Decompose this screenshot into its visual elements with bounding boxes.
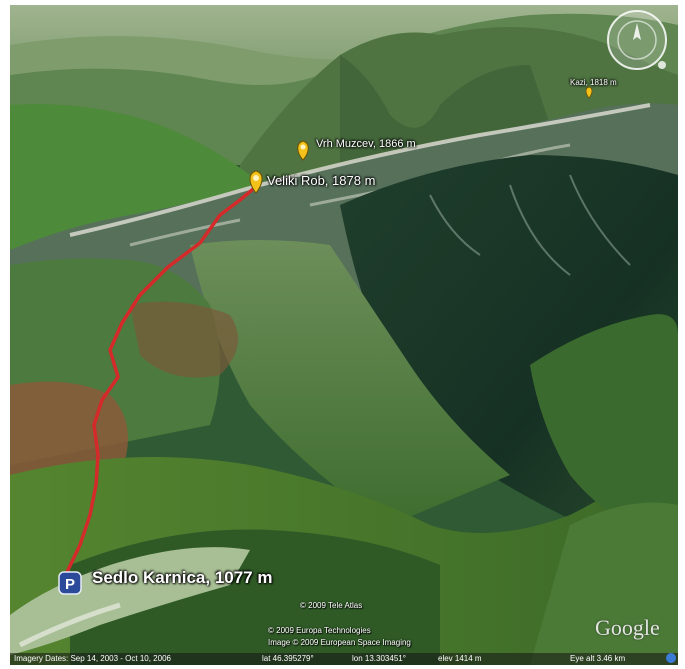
parking-icon[interactable]: P xyxy=(58,571,82,595)
zoom-handle-icon xyxy=(658,61,666,69)
longitude-readout: lon 13.303451° xyxy=(352,654,406,663)
help-icon[interactable] xyxy=(666,653,676,663)
copyright-image: Image © 2009 European Space Imaging xyxy=(268,638,411,647)
placemark-label-vrh-muzcev[interactable]: Vrh Muzcev, 1866 m xyxy=(316,138,416,150)
imagery-dates: Imagery Dates: Sep 14, 2003 - Oct 10, 20… xyxy=(14,654,171,663)
placemark-label-veliki-rob[interactable]: Veliki Rob, 1878 m xyxy=(267,173,376,188)
status-bar: Imagery Dates: Sep 14, 2003 - Oct 10, 20… xyxy=(10,653,678,665)
placemark-label-sedlo-karnica[interactable]: Sedlo Karnica, 1077 m xyxy=(92,568,273,587)
hiking-route-line xyxy=(65,183,260,574)
eye-altitude-readout: Eye alt 3.46 km xyxy=(570,654,626,663)
veliki-rob-pin-icon[interactable] xyxy=(249,170,263,194)
google-logo: Google xyxy=(595,615,660,640)
navigation-compass-icon[interactable] xyxy=(606,9,668,71)
copyright-europa: © 2009 Europa Technologies xyxy=(268,626,371,635)
placemark-label-kazi[interactable]: Kazi, 1818 m xyxy=(570,78,617,87)
copyright-tele-atlas: © 2009 Tele Atlas xyxy=(300,601,363,610)
elevation-readout: elev 1414 m xyxy=(438,654,482,663)
kazi-pin-icon[interactable] xyxy=(585,86,593,99)
svg-text:P: P xyxy=(65,576,75,593)
map-viewport[interactable]: P Veliki Rob, 1878 m Vrh Muzcev, 1866 m … xyxy=(10,5,678,665)
latitude-readout: lat 46.395279° xyxy=(262,654,314,663)
vrh-muzcev-pin-icon[interactable] xyxy=(297,140,309,161)
terrain-imagery: P xyxy=(10,5,678,665)
